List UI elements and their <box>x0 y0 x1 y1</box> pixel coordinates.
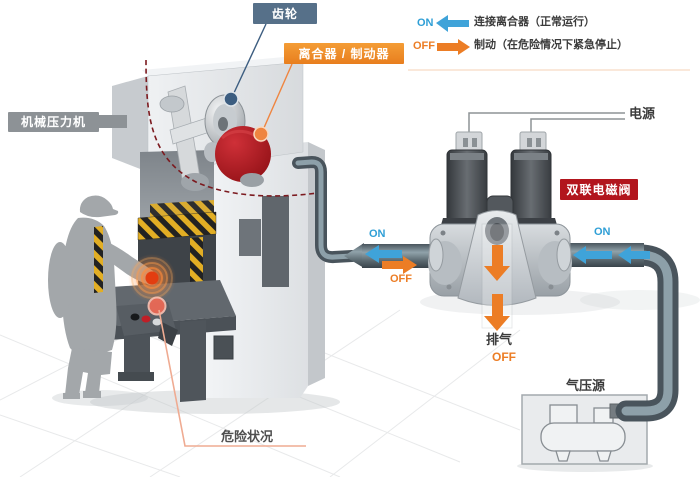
legend-off-desc: 制动（在危险情况下紧急停止） <box>474 39 628 51</box>
column-panel <box>262 196 289 287</box>
operator-head-cap <box>79 195 119 218</box>
cutaway-dashed-line <box>145 59 319 197</box>
red-stop-button[interactable] <box>141 315 151 323</box>
legend-off-state: OFF <box>413 40 435 52</box>
pipe-press-to-valve <box>292 156 358 264</box>
on-arrow-right-pipe-icon <box>573 246 612 264</box>
backpack <box>48 242 72 318</box>
exhaust-off-state: OFF <box>492 350 516 364</box>
gear-label: 齿轮 <box>253 3 317 24</box>
press-label: 机械压力机 <box>8 112 99 132</box>
on-arrow-right-pipe-icon <box>618 246 650 264</box>
callouts <box>223 23 293 142</box>
solenoid-connector <box>455 131 483 153</box>
press-base-box <box>213 335 234 360</box>
clutch-callout-dot <box>253 126 269 142</box>
hazard-beam <box>137 211 217 241</box>
air-source-label: 气压源 <box>566 378 606 393</box>
exhaust-down-arrow-icon <box>484 245 510 281</box>
legend-on-arrow-icon <box>436 15 469 32</box>
gray-button[interactable] <box>152 318 162 326</box>
power-wire <box>530 118 625 133</box>
valve-flange-left <box>428 238 444 272</box>
on-arrow-left-pipe-icon <box>365 245 402 263</box>
danger-callout-line <box>158 309 306 447</box>
solenoid-valve-label: 双联电磁阀 <box>560 179 638 200</box>
off-arrow-left-pipe-icon <box>382 256 417 274</box>
danger-label: 危险状况 <box>221 429 274 444</box>
power-wire <box>468 112 625 133</box>
gear-callout-dot <box>223 91 239 107</box>
exhaust-label: 排气 <box>486 332 513 347</box>
clutch-brake-label: 离合器 / 制动器 <box>284 43 404 64</box>
left-pipe-on-state: ON <box>369 228 386 240</box>
right-pipe-on-state: ON <box>594 226 611 238</box>
valve-flange-right <box>556 238 572 272</box>
danger-point-marker <box>147 296 167 316</box>
legend-graphics <box>408 15 690 71</box>
legend-on-desc: 连接离合器（正常运行） <box>474 16 595 28</box>
danger-glow <box>128 254 176 302</box>
press-label-connector <box>98 115 127 128</box>
exhaust-down-arrow-icon <box>484 294 510 331</box>
solenoid-coil-right <box>510 149 552 223</box>
power-label: 电源 <box>629 106 656 121</box>
gear-clutch-assembly <box>159 85 271 191</box>
black-button[interactable] <box>130 313 140 321</box>
solenoid-coil-left <box>446 149 488 223</box>
solenoid-connector <box>519 131 547 153</box>
legend-off-arrow-icon <box>437 39 470 55</box>
flow-arrows <box>365 245 650 331</box>
column-panel <box>239 219 261 256</box>
air-compressor <box>521 394 648 465</box>
left-pipe-off-state: OFF <box>390 273 412 285</box>
hazard-post-left <box>94 226 103 293</box>
pipe-valve-to-compressor <box>601 244 679 422</box>
legend-on-state: ON <box>417 17 434 29</box>
